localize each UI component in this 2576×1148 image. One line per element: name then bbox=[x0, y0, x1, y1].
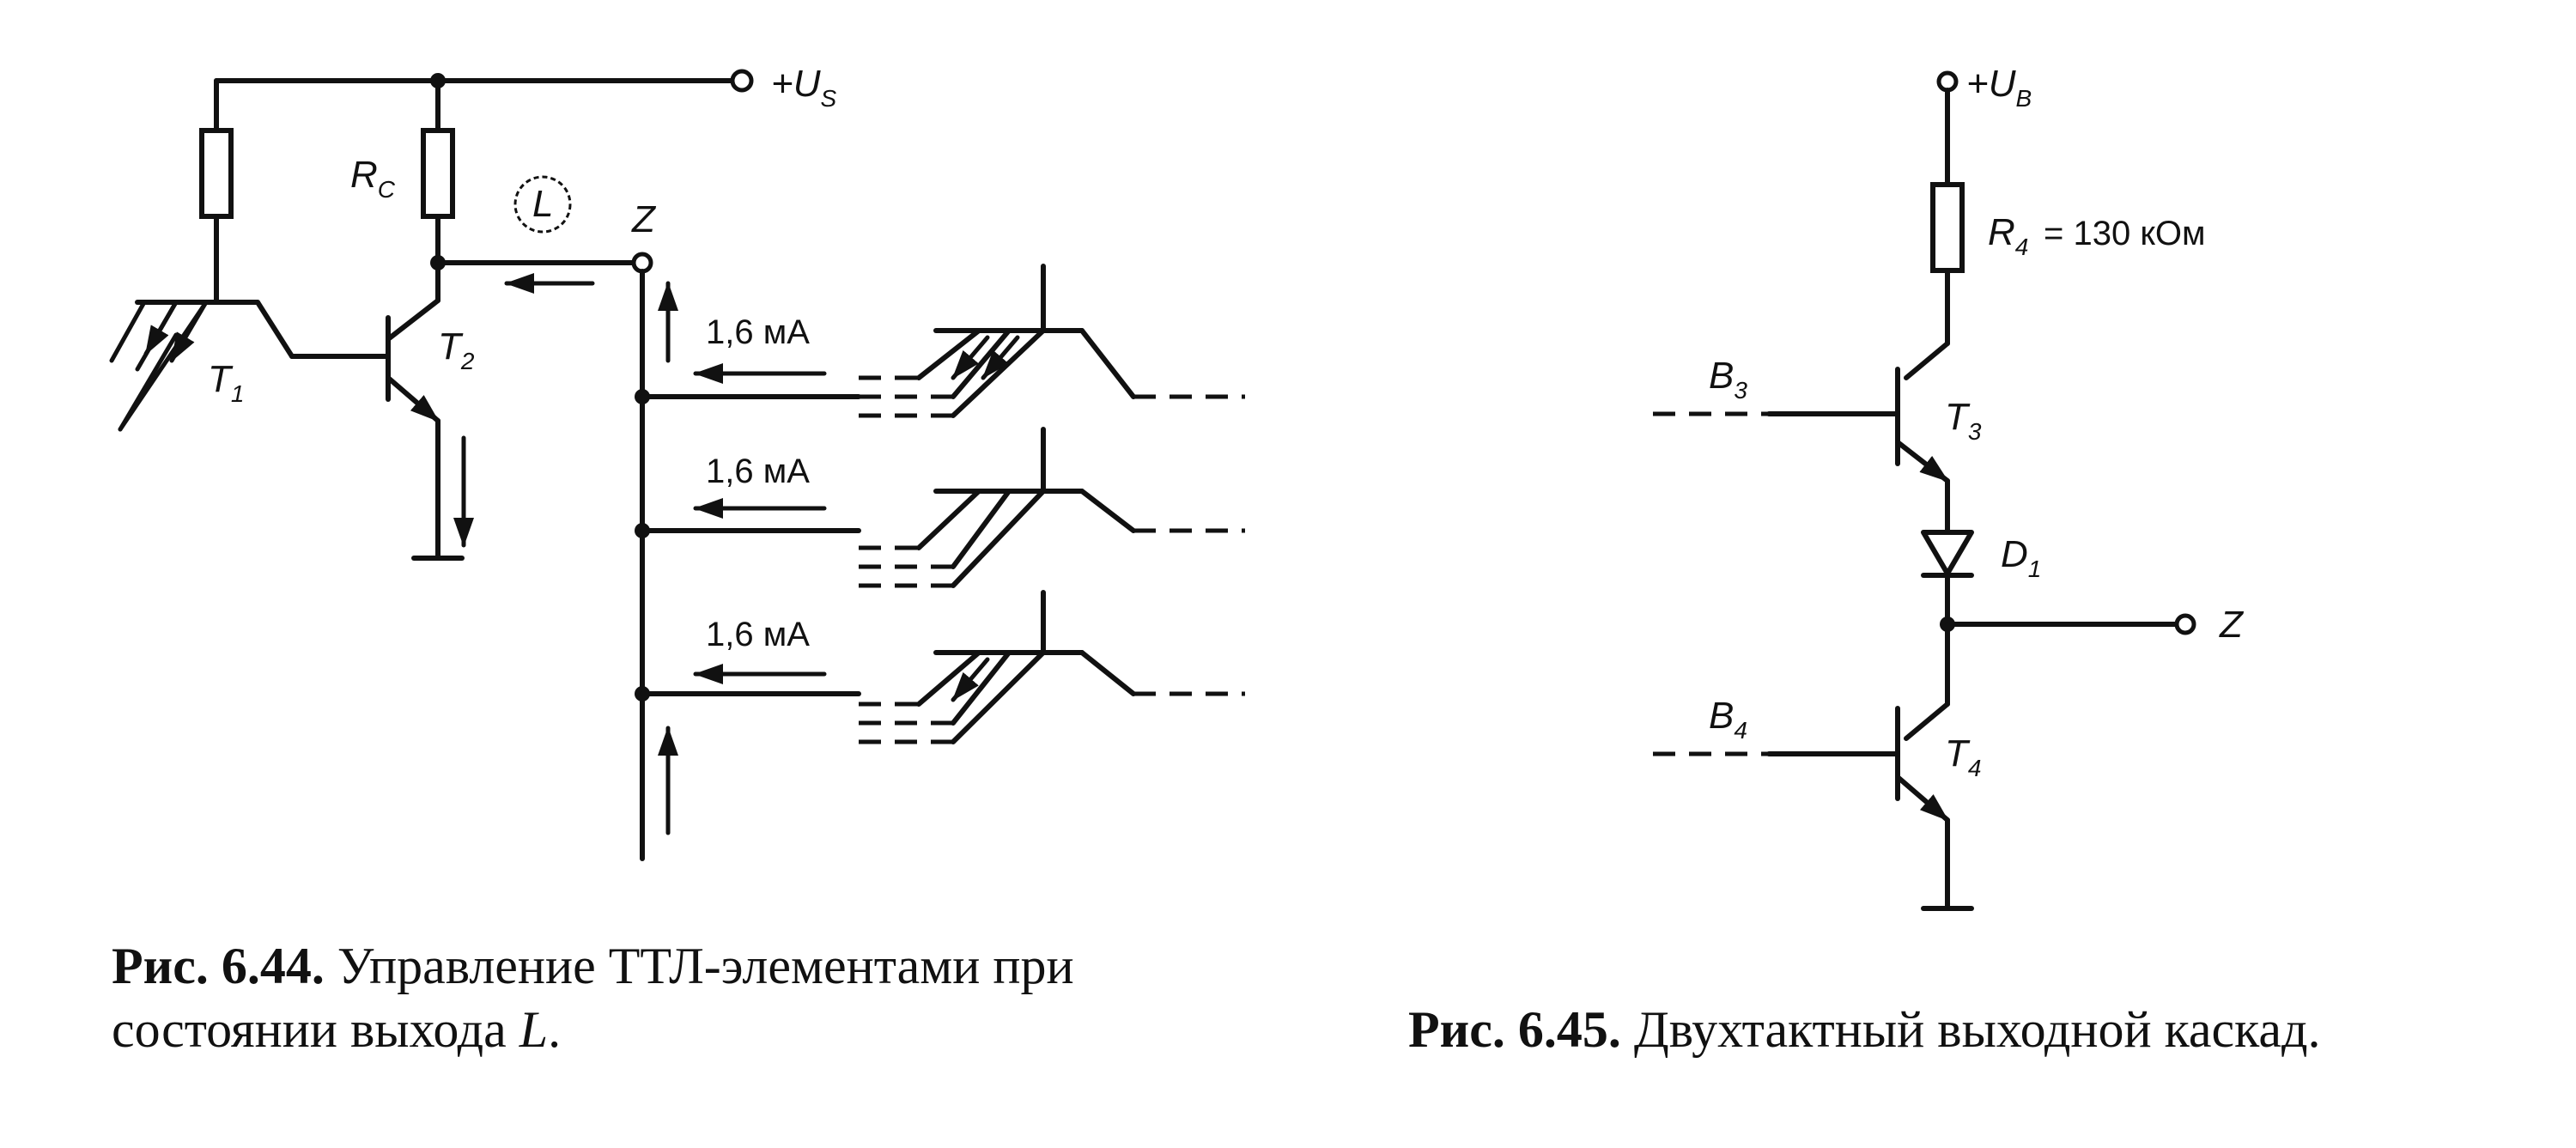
fig44-caption-number: Рис. 6.44. bbox=[112, 938, 325, 994]
fig44-caption-state: L bbox=[519, 1001, 549, 1058]
fig45-z-terminal bbox=[2174, 613, 2196, 635]
fig45-r4-value: = 130 кОм bbox=[2044, 215, 2205, 252]
fig45-supply-label: +UB bbox=[1966, 63, 2032, 112]
fig45-r4-label: R4 bbox=[1988, 211, 2028, 260]
fig-6-44-schematic bbox=[109, 69, 1245, 861]
t1-base-resistor bbox=[199, 128, 234, 219]
fig45-b3-label: B3 bbox=[1709, 355, 1747, 404]
fig-6-45-schematic bbox=[1653, 70, 2196, 911]
fig45-b4-label: B4 bbox=[1709, 695, 1747, 744]
fig45-caption-text: Двухтактный выходной каскад. bbox=[1620, 1001, 2321, 1058]
fig45-caption-number: Рис. 6.45. bbox=[1408, 1001, 1621, 1058]
d1-diode bbox=[1921, 530, 1974, 576]
fig45-t4-label: T4 bbox=[1945, 732, 1981, 781]
fig44-z-label: Z bbox=[631, 198, 657, 240]
state-circle bbox=[513, 175, 572, 234]
fig44-rc-label: RC bbox=[350, 154, 396, 203]
fig44-t2-label: T2 bbox=[438, 325, 475, 374]
r4-resistor bbox=[1930, 182, 1965, 273]
fig45-t3-label: T3 bbox=[1945, 396, 1982, 445]
fig45-d1-label: D1 bbox=[2001, 533, 2041, 582]
fig44-caption-line2: состоянии выхода bbox=[112, 1001, 519, 1058]
fig44-current-2: 1,6 мА bbox=[706, 453, 810, 490]
fig44-supply-label: +US bbox=[771, 63, 836, 112]
fig45-caption: Рис. 6.45. Двухтактный выходной каскад. bbox=[1408, 998, 2321, 1061]
fig44-current-3: 1,6 мА bbox=[706, 616, 810, 653]
fig44-caption: Рис. 6.44. Управление ТТЛ-элементами при… bbox=[112, 934, 1074, 1061]
fig44-t1-label: T1 bbox=[208, 358, 244, 407]
fig44-caption-end: . bbox=[548, 1001, 562, 1058]
fig45-z-label: Z bbox=[2219, 604, 2245, 646]
supply-terminal bbox=[730, 69, 754, 93]
fig44-state-label: L bbox=[532, 183, 553, 225]
rc-resistor bbox=[421, 128, 455, 219]
fig44-caption-line1: Управление ТТЛ-элементами при bbox=[324, 938, 1074, 994]
fig44-current-1: 1,6 мА bbox=[706, 313, 810, 351]
